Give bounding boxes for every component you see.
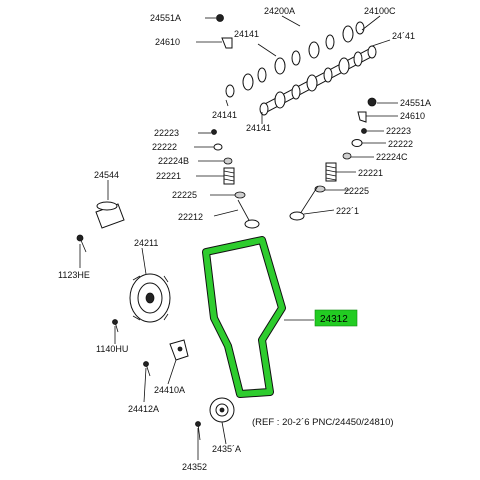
tensioner-24410a[interactable] [169,339,189,361]
label-24100c[interactable]: 24100C [364,6,396,16]
label-24551a-top[interactable]: 24551A [150,13,181,23]
spring-22221-left[interactable] [223,167,235,185]
label-22223-right[interactable]: 22223 [386,126,411,136]
spring-22221-right[interactable] [325,162,337,182]
label-1140hu[interactable]: 1140HU [96,344,128,354]
label-24544[interactable]: 24544 [94,170,119,180]
label-22221-left[interactable]: 22221 [156,171,181,181]
seal-22224c[interactable] [342,152,352,160]
valve-22212[interactable] [237,199,260,229]
cap-24551a-top[interactable] [216,14,224,22]
label-24211[interactable]: 24211 [134,238,158,248]
part-labels: 24551A 24610 24200A 24141 24100C 24´41 2… [58,6,431,472]
label-1123he[interactable]: 1123HE [58,270,90,280]
label-24610-right[interactable]: 24610 [400,111,425,121]
bolt-24412a[interactable] [143,361,151,377]
label-24141-d[interactable]: 24141 [246,123,271,133]
clip-24610-right[interactable] [357,111,367,123]
timing-belt-24312[interactable] [202,236,286,398]
label-24412a[interactable]: 24412A [128,404,159,414]
label-24551a-right[interactable]: 24551A [400,98,431,108]
label-24141-c[interactable]: 24141 [212,110,237,120]
bolt-24352[interactable] [195,421,201,441]
label-22222-right[interactable]: 22222 [388,139,413,149]
sprocket-24211[interactable] [129,273,171,323]
label-24352[interactable]: 24352 [182,462,207,472]
callout-24312[interactable]: 24312 [314,309,358,327]
clip-24610-top[interactable] [221,37,233,49]
label-24200a[interactable]: 24200A [264,6,295,16]
camshaft-right[interactable] [259,45,377,116]
label-22225-right[interactable]: 22225 [344,186,369,196]
label-22224b[interactable]: 22224B [158,156,189,166]
cap-24551a-right[interactable] [367,97,377,107]
label-22222-left[interactable]: 22222 [152,142,177,152]
label-22225-left[interactable]: 22225 [172,190,197,200]
label-22211[interactable]: 222´1 [336,206,359,216]
label-22224c[interactable]: 22224C [376,152,408,162]
camshaft-left[interactable] [225,21,365,98]
label-24410a[interactable]: 24410A [154,385,185,395]
label-24141-b[interactable]: 24´41 [392,31,415,41]
seat-22225-left[interactable] [234,191,246,199]
cotter-22223-right[interactable] [361,128,367,134]
valve-22211[interactable] [289,185,319,221]
label-24312: 24312 [320,314,348,325]
label-24141-a[interactable]: 24141 [234,29,259,39]
retainer-22222-left[interactable] [213,143,223,151]
label-22223-left[interactable]: 22223 [154,128,179,138]
idler-24351a[interactable] [209,397,235,423]
bolt-1123he[interactable] [76,234,87,253]
bolt-1140hu[interactable] [112,319,119,333]
bracket-24544[interactable] [95,201,125,229]
label-24610-top[interactable]: 24610 [155,37,180,47]
leader-lines [79,15,398,460]
label-22212[interactable]: 22212 [178,212,203,222]
seal-22224b[interactable] [223,157,233,165]
retainer-22222-right[interactable] [351,139,363,147]
reference-note: (REF : 20-2´6 PNC/24450/24810) [252,417,394,428]
cotter-22223-left[interactable] [211,129,217,135]
callout-24312-box [314,309,358,327]
label-22221-right[interactable]: 22221 [358,168,383,178]
label-24351a[interactable]: 2435´A [212,444,241,454]
